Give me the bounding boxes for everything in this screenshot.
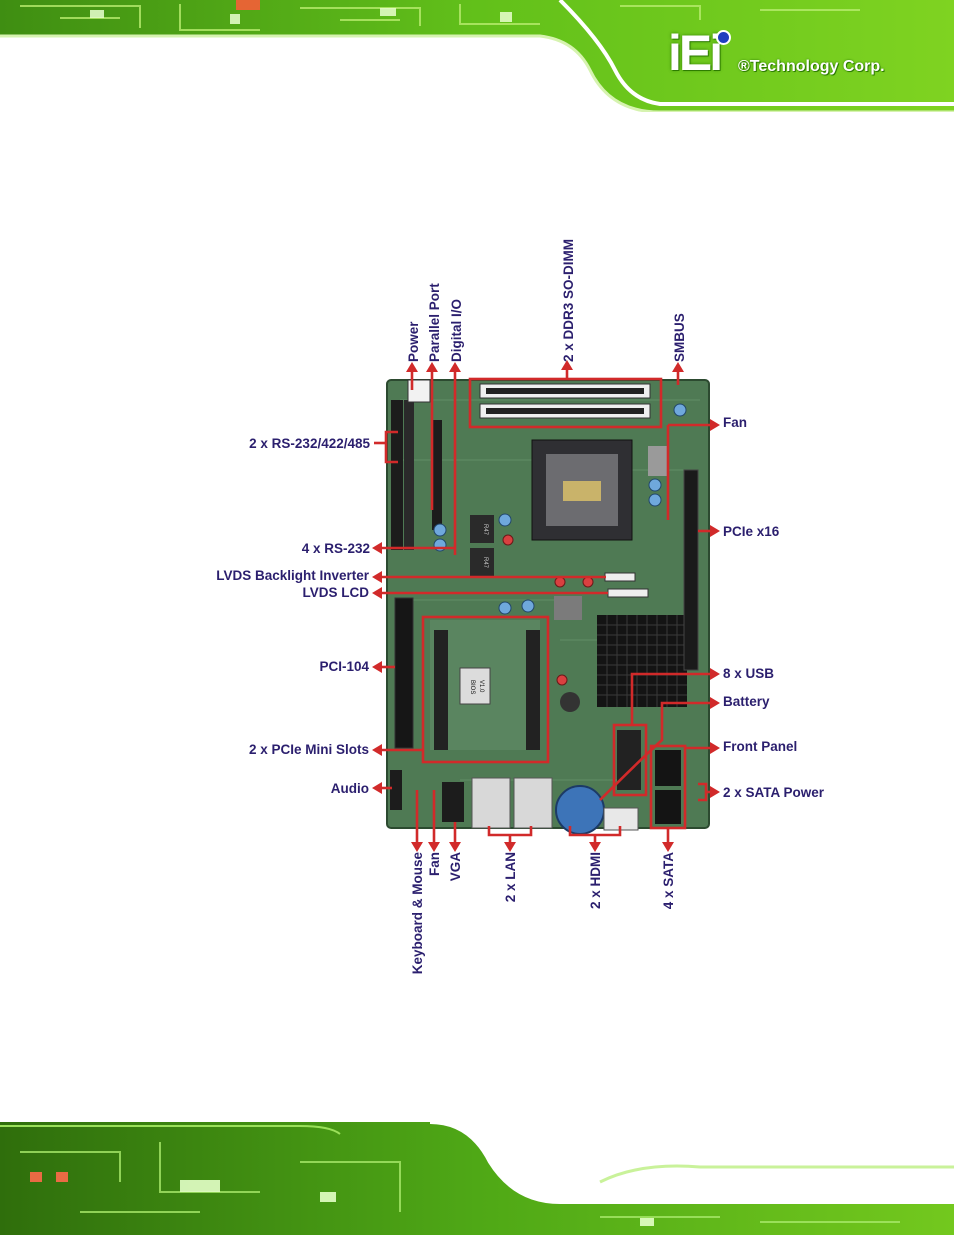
label-front-panel: Front Panel bbox=[723, 739, 797, 754]
label-rs232: 4 x RS-232 bbox=[302, 541, 370, 556]
bios-label-b: V1.0 bbox=[478, 680, 484, 693]
label-rs232-422-485: 2 x RS-232/422/485 bbox=[249, 436, 370, 451]
label-battery: Battery bbox=[723, 694, 770, 709]
label-lan: 2 x LAN bbox=[503, 852, 518, 902]
label-power: Power bbox=[406, 321, 421, 362]
label-parallel-port: Parallel Port bbox=[427, 283, 442, 362]
label-lvds-backlight: LVDS Backlight Inverter bbox=[216, 568, 370, 583]
motherboard: BIOS V1.0 R47 R47 bbox=[387, 380, 709, 834]
label-pcie-x16: PCIe x16 bbox=[723, 524, 780, 539]
label-pci104: PCI-104 bbox=[319, 659, 369, 674]
label-digital-io: Digital I/O bbox=[449, 299, 464, 362]
label-smbus: SMBUS bbox=[672, 313, 687, 362]
label-keyboard-mouse: Keyboard & Mouse bbox=[410, 852, 425, 975]
label-sata-power: 2 x SATA Power bbox=[723, 785, 825, 800]
label-usb: 8 x USB bbox=[723, 666, 774, 681]
label-audio: Audio bbox=[331, 781, 369, 796]
bios-label-a: BIOS bbox=[469, 680, 475, 694]
label-pcie-mini: 2 x PCIe Mini Slots bbox=[249, 742, 369, 757]
label-vga: VGA bbox=[448, 852, 463, 882]
label-lvds-lcd: LVDS LCD bbox=[303, 585, 370, 600]
chip-label-a: R47 bbox=[482, 524, 488, 536]
label-sata: 4 x SATA bbox=[661, 852, 676, 910]
label-fan-bottom: Fan bbox=[427, 852, 442, 876]
label-fan-right: Fan bbox=[723, 415, 747, 430]
label-hdmi: 2 x HDMI bbox=[588, 852, 603, 909]
chip-label-b: R47 bbox=[482, 557, 488, 569]
label-ddr3: 2 x DDR3 SO-DIMM bbox=[561, 239, 576, 362]
